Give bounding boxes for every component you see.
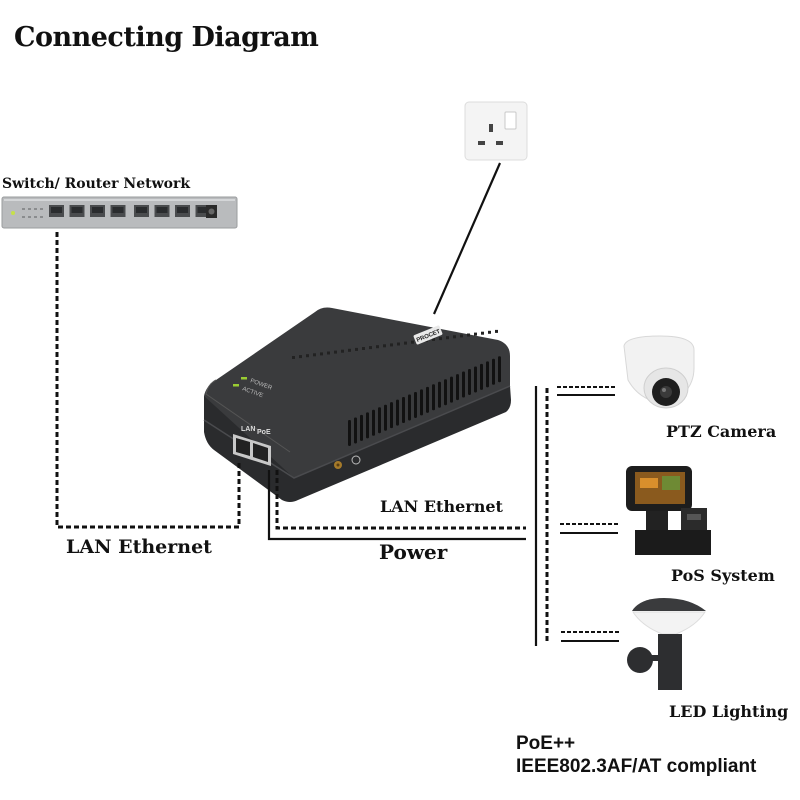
switch-port-socket (156, 207, 168, 213)
spec-poe-label: PoE++ (516, 733, 576, 754)
top-vent-slot (313, 353, 316, 357)
switch-port-socket (177, 207, 188, 213)
power-label: Power (379, 540, 448, 564)
lan-port (236, 438, 250, 456)
vent-slot (432, 384, 435, 411)
vent-slot (360, 414, 363, 441)
top-vent-slot (404, 341, 407, 345)
vent-slot (444, 379, 447, 406)
top-vent-slot (411, 340, 414, 344)
network-switch-icon (1, 196, 238, 229)
ptz-camera-label: PTZ Camera (666, 422, 777, 441)
top-vent-slot (327, 351, 330, 355)
vent-slot (414, 391, 417, 418)
top-vent-slot (495, 329, 498, 333)
vent-slot (480, 363, 483, 390)
vent-slot (492, 358, 495, 385)
switch-port-socket (92, 207, 103, 213)
top-vent-slot (488, 330, 491, 334)
poe-port-label: PoE (257, 429, 271, 436)
page-title: Connecting Diagram (14, 22, 319, 53)
switch-port-socket (112, 207, 124, 213)
top-vent-slot (474, 332, 477, 336)
poe-port (253, 443, 268, 462)
top-vent-slot (481, 331, 484, 335)
vent-slot (402, 397, 405, 424)
top-vent-slot (460, 334, 463, 338)
spec-ieee-label: IEEE802.3AF/AT compliant (516, 756, 757, 777)
dome-camera-icon (623, 335, 695, 409)
pos-system-label: PoS System (671, 566, 775, 585)
vent-slot (474, 366, 477, 393)
vent-slot (366, 412, 369, 439)
lan-ethernet-label-right: LAN Ethernet (380, 497, 503, 516)
vent-slot (396, 399, 399, 426)
vent-slot (456, 374, 459, 401)
switch-port-socket (197, 207, 209, 213)
power-cord (432, 162, 502, 315)
vent-slot (354, 417, 357, 444)
active-led (233, 384, 239, 387)
wall-lamp-icon (627, 598, 706, 690)
vent-slot (498, 356, 501, 383)
top-vent-slot (292, 356, 295, 359)
lan-cable-injector-out (275, 470, 526, 530)
top-vent-slot (376, 345, 379, 349)
top-vent-slot (320, 352, 323, 356)
top-vent-slot (397, 342, 400, 346)
vent-slot (408, 394, 411, 421)
top-vent-slot (348, 348, 351, 352)
vent-slot (372, 409, 375, 436)
vent-slot (468, 369, 471, 395)
top-vent-slot (390, 343, 393, 347)
vent-slot (438, 381, 441, 408)
pos-terminal-icon (626, 466, 711, 555)
top-vent-slot (299, 355, 302, 359)
top-vent-slot (439, 337, 442, 341)
top-vent-slot (432, 338, 435, 341)
lan-ethernet-label-left: LAN Ethernet (66, 536, 212, 558)
vent-slot (486, 361, 489, 388)
led-lighting-label: LED Lighting (669, 702, 789, 721)
top-vent-slot (306, 354, 309, 358)
top-vent-slot (341, 349, 344, 353)
vent-slot (426, 386, 429, 413)
top-vent-slot (383, 344, 386, 348)
switch-port-socket (71, 207, 83, 213)
top-vent-slot (369, 346, 372, 350)
vent-slot (390, 402, 393, 429)
power-led (241, 377, 247, 380)
wall-power-outlet-icon (464, 101, 528, 161)
vent-slot (462, 371, 465, 398)
poe-injector-icon: PROCET POWER ACTIVE LAN PoE (203, 307, 511, 502)
switch-label: Switch/ Router Network (2, 176, 191, 192)
top-vent-slot (467, 333, 470, 337)
top-vent-slot (362, 347, 365, 350)
vent-slot (384, 404, 387, 431)
top-vent-slot (453, 335, 456, 339)
connection-lines (55, 232, 619, 646)
switch-port-socket (136, 207, 147, 213)
top-vent-slot (334, 350, 337, 354)
power-cable-injector-out (267, 470, 526, 541)
switch-port-socket (51, 207, 62, 213)
top-vent-slot (446, 336, 449, 340)
vent-slot (450, 376, 453, 403)
vent-slot (348, 420, 351, 446)
lan-cable-switch-to-injector (55, 232, 241, 529)
lan-port-label: LAN (241, 426, 255, 433)
top-vent-slot (355, 347, 358, 351)
vent-slot (420, 389, 423, 416)
vent-slot (378, 407, 381, 434)
